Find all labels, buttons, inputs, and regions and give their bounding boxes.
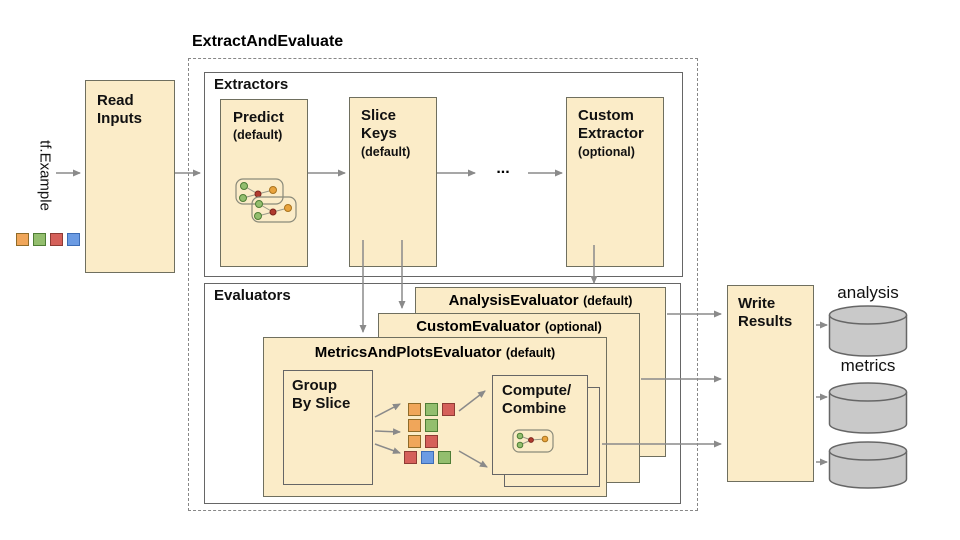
input-squares bbox=[16, 233, 84, 247]
green-square bbox=[33, 233, 46, 246]
extractors-label: Extractors bbox=[214, 76, 289, 93]
model-graph-icon bbox=[512, 429, 554, 453]
red-square bbox=[442, 403, 455, 416]
analysis-evaluator-label: AnalysisEvaluator (default) bbox=[448, 292, 633, 309]
evaluators-section: Evaluators bbox=[204, 283, 681, 504]
orange-square bbox=[408, 435, 421, 448]
custom-extractor-label: Custom Extractor bbox=[578, 107, 644, 143]
custom-extractor-box: Custom Extractor (optional) bbox=[566, 97, 664, 267]
extract-and-evaluate-container bbox=[188, 58, 698, 511]
extractors-section: Extractors bbox=[204, 72, 683, 277]
predict-qualifier: (default) bbox=[233, 128, 283, 143]
evaluators-label: Evaluators bbox=[214, 287, 291, 304]
red-square bbox=[50, 233, 63, 246]
group-by-slice-box: Group By Slice bbox=[283, 370, 373, 485]
blue-square bbox=[421, 451, 434, 464]
output-databases bbox=[828, 305, 908, 489]
write-results-label: Write Results bbox=[738, 295, 793, 331]
green-square bbox=[438, 451, 451, 464]
compute-combine-box: Compute/ Combine bbox=[492, 375, 588, 475]
red-square bbox=[404, 451, 417, 464]
slice-keys-extractor-box: Slice Keys (default) bbox=[349, 97, 437, 267]
orange-square bbox=[16, 233, 29, 246]
predict-extractor-box: Predict (default) bbox=[220, 99, 308, 267]
green-square bbox=[425, 403, 438, 416]
analysis-database-icon bbox=[828, 305, 908, 357]
orange-square bbox=[408, 419, 421, 432]
custom-evaluator-label: CustomEvaluator (optional) bbox=[416, 318, 602, 335]
read-inputs-box: Read Inputs bbox=[85, 80, 175, 273]
slice-keys-qualifier: (default) bbox=[361, 144, 411, 159]
compute-combine-label: Compute/ Combine bbox=[502, 382, 572, 418]
tf-example-label: tf.Example bbox=[36, 140, 54, 211]
group-by-slice-label: Group By Slice bbox=[292, 377, 351, 413]
slice-row bbox=[408, 435, 442, 449]
slice-row bbox=[404, 451, 455, 465]
green-square bbox=[425, 419, 438, 432]
orange-square bbox=[408, 403, 421, 416]
custom-extractor-qualifier: (optional) bbox=[578, 144, 635, 159]
metrics-output-label: metrics bbox=[840, 356, 896, 375]
other-database-icon bbox=[828, 441, 908, 489]
metrics-database-icon bbox=[828, 382, 908, 434]
slice-keys-label: Slice Keys bbox=[361, 107, 397, 143]
predict-label: Predict bbox=[233, 109, 284, 126]
analysis-output-label: analysis bbox=[837, 283, 899, 302]
slice-row bbox=[408, 403, 459, 417]
model-graph-icon bbox=[235, 178, 297, 223]
red-square bbox=[425, 435, 438, 448]
blue-square bbox=[67, 233, 80, 246]
metrics-and-plots-evaluator-label: MetricsAndPlotsEvaluator (default) bbox=[314, 344, 556, 361]
diagram-title: ExtractAndEvaluate bbox=[192, 33, 344, 50]
extractors-ellipsis: ... bbox=[496, 160, 510, 177]
read-inputs-label: Read Inputs bbox=[97, 92, 142, 128]
write-results-box: Write Results bbox=[727, 285, 814, 482]
slice-row bbox=[408, 419, 442, 433]
